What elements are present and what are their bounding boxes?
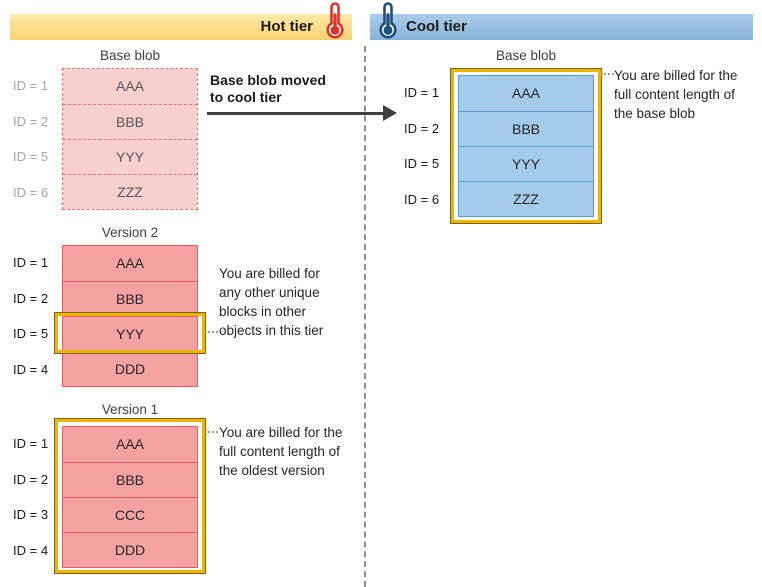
block-cell: AAA — [63, 246, 197, 281]
block-id-label: ID = 1 — [13, 255, 49, 270]
cool-base-blob-table: AAA BBB YYY ZZZ — [458, 75, 594, 217]
block-cell: YYY — [63, 316, 197, 351]
block-id-label: ID = 1 — [404, 85, 440, 100]
block-cell: ZZZ — [459, 181, 593, 216]
version2-table: AAA BBB YYY DDD — [62, 245, 198, 387]
block-cell: AAA — [63, 69, 197, 104]
version2-id-labels: ID = 1 ID = 2 ID = 5 ID = 4 — [13, 245, 63, 387]
version2-note-connector — [205, 331, 218, 333]
cool-base-blob-id-labels: ID = 1 ID = 2 ID = 5 ID = 6 — [404, 75, 454, 217]
thermometer-cold-icon — [379, 2, 397, 39]
block-cell: AAA — [63, 427, 197, 462]
block-id-label: ID = 5 — [13, 149, 49, 164]
version1-table: AAA BBB CCC DDD — [62, 426, 198, 568]
hot-base-blob-table: AAA BBB YYY ZZZ — [62, 68, 198, 210]
block-id-label: ID = 2 — [404, 120, 440, 136]
block-id-label: ID = 3 — [13, 507, 49, 522]
hot-tier-bar: Hot tier — [10, 14, 352, 40]
block-id-label: ID = 4 — [13, 361, 49, 377]
block-cell: DDD — [63, 532, 197, 567]
move-to-cool-note: Base blob moved to cool tier — [210, 72, 326, 105]
block-id-label: ID = 4 — [13, 542, 49, 558]
version1-id-labels: ID = 1 ID = 2 ID = 3 ID = 4 — [13, 426, 63, 568]
block-id-label: ID = 5 — [13, 326, 49, 341]
cool-note-connector — [601, 73, 614, 75]
hot-base-blob-id-labels: ID = 1 ID = 2 ID = 5 ID = 6 — [13, 68, 63, 210]
block-cell: ZZZ — [63, 174, 197, 209]
version1-title: Version 1 — [101, 402, 159, 417]
block-cell: BBB — [459, 111, 593, 146]
cool-billing-note: You are billed for the full content leng… — [614, 68, 738, 121]
block-cell: BBB — [63, 462, 197, 497]
move-arrow-line — [207, 112, 385, 115]
move-arrow-head — [383, 105, 397, 121]
version2-title: Version 2 — [101, 225, 159, 240]
block-cell: BBB — [63, 281, 197, 316]
block-id-label: ID = 2 — [13, 471, 49, 487]
version1-billing-note: You are billed for the full content leng… — [219, 425, 343, 478]
cool-base-blob-title: Base blob — [495, 48, 557, 63]
block-cell: CCC — [63, 497, 197, 532]
block-cell: DDD — [63, 351, 197, 386]
tier-separator-line — [364, 46, 366, 587]
block-id-label: ID = 2 — [13, 290, 49, 306]
thermometer-hot-icon — [326, 2, 344, 39]
version2-billing-note: You are billed for any other unique bloc… — [219, 266, 324, 338]
block-id-label: ID = 1 — [13, 436, 49, 451]
block-id-label: ID = 5 — [404, 156, 440, 171]
block-cell: AAA — [459, 76, 593, 111]
version1-note-connector — [205, 431, 218, 433]
block-cell: BBB — [63, 104, 197, 139]
hot-tier-label: Hot tier — [260, 18, 314, 35]
hot-base-blob-title: Base blob — [99, 48, 161, 63]
block-id-label: ID = 6 — [13, 184, 49, 200]
block-cell: YYY — [63, 139, 197, 174]
block-id-label: ID = 1 — [13, 78, 49, 93]
cool-tier-label: Cool tier — [406, 18, 467, 35]
cool-tier-bar: Cool tier — [370, 14, 753, 40]
block-id-label: ID = 6 — [404, 191, 440, 207]
block-id-label: ID = 2 — [13, 113, 49, 129]
block-cell: YYY — [459, 146, 593, 181]
